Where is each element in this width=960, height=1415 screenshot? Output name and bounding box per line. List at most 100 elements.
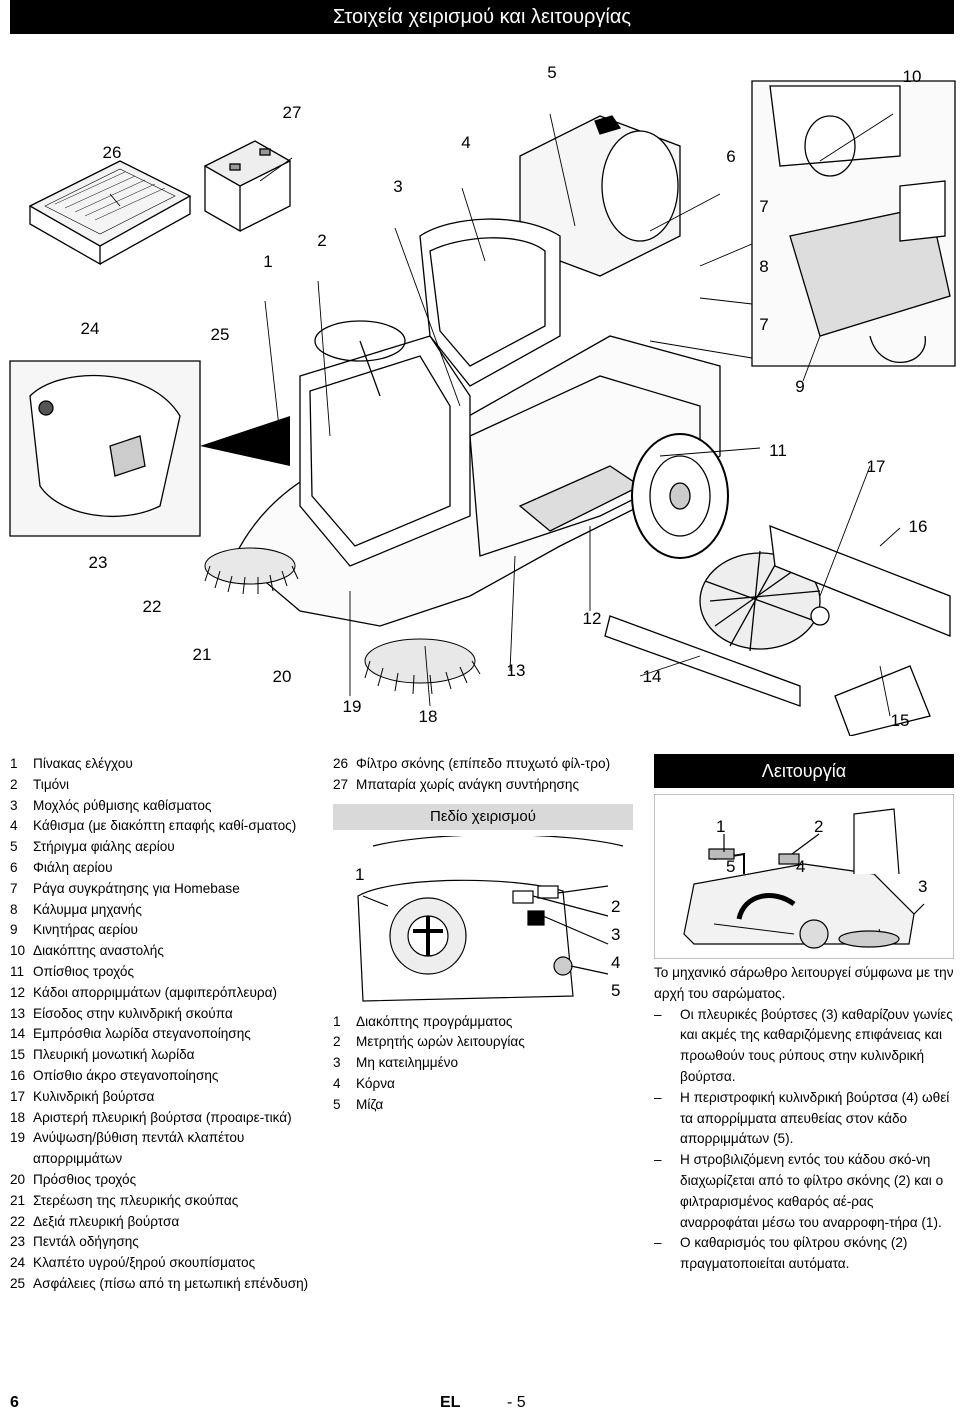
diagram-callout-10: 10	[903, 67, 922, 86]
legend-text: Πίνακας ελέγχου	[33, 756, 133, 771]
legend-text: Κλαπέτο υγρού/ξηρού σκουπίσματος	[33, 1255, 256, 1271]
operation-bullet: – Η στροβιλιζόμενη εντός του κάδου σκό-νη…	[654, 1150, 954, 1233]
legend-text: Πρόσθιος τροχός	[33, 1171, 137, 1187]
operation-callout-4: 4	[796, 857, 805, 876]
legend-number: 19	[10, 1130, 26, 1146]
legend-number: 25	[10, 1275, 26, 1291]
diagram-callout-6: 6	[726, 147, 735, 166]
legend-number: 9	[10, 922, 18, 938]
legend-item: 4 Κάθισμα (με διακόπτη επαφής καθί-σματος…	[10, 816, 315, 837]
panel-callout-4: 4	[611, 953, 620, 972]
legend-number: 4	[10, 818, 18, 834]
control-panel-legend-text: Μη κατειλημμένο	[356, 1055, 459, 1071]
diagram-callout-8: 8	[759, 257, 768, 276]
diagram-callout-15: 15	[891, 711, 910, 730]
legend-number: 21	[10, 1192, 26, 1208]
legend-item: 24 Κλαπέτο υγρού/ξηρού σκουπίσματος	[10, 1253, 315, 1274]
diagram-callout-12: 12	[583, 609, 602, 628]
legend-text: Κάθισμα (με διακόπτη επαφής καθί-σματος)	[33, 818, 297, 834]
legend-text: Οπίσθιο άκρο στεγανοποίησης	[33, 1067, 219, 1083]
control-panel-legend-text: Διακόπτης προγράμματος	[356, 1013, 513, 1029]
legend-text: Πεντάλ οδήγησης	[33, 1234, 139, 1250]
leader-lines	[109, 113, 901, 717]
legend-number: 3	[10, 797, 18, 813]
bullet-dash: –	[654, 1006, 662, 1022]
legend-number: 14	[10, 1026, 26, 1042]
diagram-callout-20: 20	[273, 667, 292, 686]
control-panel-heading: Πεδίο χειρισμού	[333, 803, 633, 830]
legend-item: 25 Ασφάλειες (πίσω από τη μετωπική επένδυ…	[10, 1274, 315, 1295]
pedal-inset-drawing	[9, 360, 290, 537]
legend-number: 8	[10, 901, 18, 917]
legend-text: Κυλινδρική βούρτσα	[33, 1088, 155, 1104]
control-panel-legend-text: Μίζα	[356, 1096, 384, 1112]
diagram-callout-27: 27	[283, 103, 302, 122]
roller-brush-drawing	[699, 550, 830, 652]
legend-text: Κινητήρας αερίου	[33, 922, 138, 938]
control-panel-legend-number: 1	[333, 1013, 341, 1029]
bullet-dash: –	[654, 1089, 662, 1105]
control-panel-legend-number: 3	[333, 1055, 341, 1071]
legend-text: Μοχλός ρύθμισης καθίσματος	[33, 797, 212, 813]
legend-text: Ασφάλειες (πίσω από τη μετωπική επένδυση…	[33, 1275, 309, 1291]
legend-number: 16	[10, 1067, 26, 1083]
legend-text: Μπαταρία χωρίς ανάγκη συντήρησης	[356, 776, 580, 792]
diagram-callout-24: 24	[81, 319, 100, 338]
diagram-callout-11: 11	[769, 441, 787, 460]
diagram-callout-1: 1	[263, 252, 272, 271]
control-panel-legend-text: Μετρητής ωρών λειτουργίας	[356, 1034, 525, 1050]
legend-item: 9 Κινητήρας αερίου	[10, 920, 315, 941]
diagram-callout-7: 7	[759, 197, 768, 216]
engine-inset-drawing	[751, 80, 956, 367]
control-panel-legend-text: Κόρνα	[356, 1075, 395, 1091]
control-panel-legend-item: 4 Κόρνα	[333, 1074, 638, 1095]
side-brush-drawing	[204, 547, 481, 695]
control-panel-legend-number: 2	[333, 1034, 341, 1050]
diagram-callout-22: 22	[143, 597, 162, 616]
diagram-callout-5: 5	[547, 63, 556, 82]
sealing-strips-drawing	[604, 524, 951, 736]
legend-text: Κάδοι απορριμμάτων (αμφιπερόπλευρα)	[33, 984, 278, 1000]
panel-callout-1: 1	[355, 865, 364, 884]
operation-callout-5: 5	[726, 857, 735, 876]
diagram-callout-18: 18	[419, 707, 438, 726]
control-panel-legend-number: 4	[333, 1075, 341, 1091]
diagram-callout-19: 19	[343, 697, 362, 716]
legend-number: 24	[10, 1255, 26, 1271]
panel-callout-2: 2	[611, 897, 620, 916]
legend-number: 12	[10, 984, 26, 1000]
legend-item: 1 Πίνακας ελέγχου	[10, 754, 315, 775]
operation-callout-2: 2	[814, 817, 823, 836]
bullet-text: Η στροβιλιζόμενη εντός του κάδου σκό-νη …	[680, 1152, 944, 1230]
legend-number: 17	[10, 1088, 26, 1104]
legend-item: 3 Μοχλός ρύθμισης καθίσματος	[10, 796, 315, 817]
legend-number: 10	[10, 943, 26, 959]
diagram-callout-21: 21	[193, 645, 212, 664]
bullet-text: Ο καθαρισμός του φίλτρου σκόνης (2) πραγ…	[680, 1235, 908, 1272]
operation-bullet: –Οι πλευρικές βούρτσες (3) καθαρίζουν γω…	[654, 1005, 954, 1088]
bullet-dash: –	[654, 1152, 662, 1168]
diagram-callout-2: 2	[317, 231, 326, 250]
diagram-callout-14: 14	[643, 667, 662, 686]
legend-text: Τιμόνι	[33, 776, 70, 792]
control-panel-legend-item: 3 Μη κατειλημμένο	[333, 1053, 638, 1074]
diagram-callout-26: 26	[103, 143, 122, 162]
operation-intro: Το μηχανικό σάρωθρο λειτουργεί σύμφωνα μ…	[654, 965, 954, 1001]
legend-text: Φιάλη αερίου	[33, 859, 113, 875]
legend-number: 1	[10, 756, 18, 771]
machine-diagram: 2627510463721824257911171623221221201314…	[9, 63, 956, 736]
